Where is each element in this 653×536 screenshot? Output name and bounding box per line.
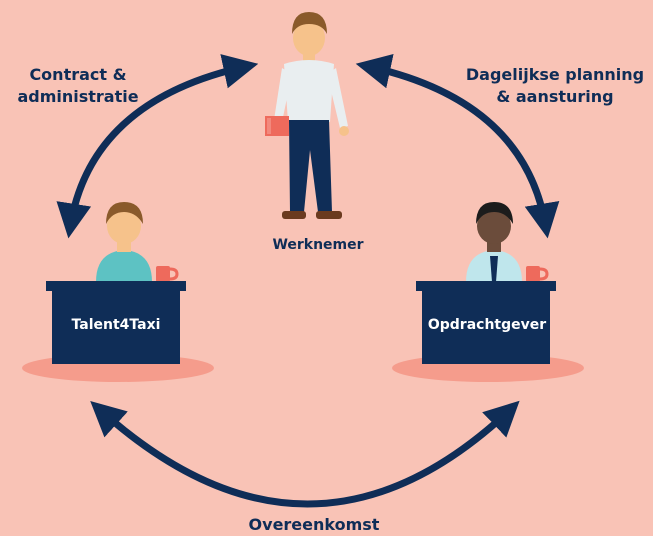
desk-person-right — [466, 202, 522, 282]
arrow-planning — [355, 54, 560, 239]
mug-icon — [526, 266, 549, 282]
label-contract: Contract & administratie — [8, 64, 148, 108]
label-planning: Dagelijkse planning & aansturing — [458, 64, 652, 108]
label-overeenkomst: Overeenkomst — [248, 515, 380, 534]
label-contract-line2: administratie — [17, 87, 139, 106]
label-werknemer: Werknemer — [272, 237, 364, 253]
arrow-overeenkomst — [90, 400, 520, 508]
label-planning-line2: & aansturing — [496, 87, 614, 106]
employee-figure — [265, 12, 349, 219]
desk-left-label: Talent4Taxi — [71, 317, 161, 333]
desk-left — [22, 202, 214, 382]
mug-icon — [156, 266, 179, 282]
book-icon — [265, 116, 289, 136]
desk-right-label: Opdrachtgever — [427, 317, 547, 333]
desk-person-left — [96, 202, 152, 282]
arrow-contract — [56, 54, 259, 239]
desk-right — [392, 202, 584, 382]
label-contract-line1: Contract & — [29, 65, 127, 84]
label-planning-line1: Dagelijkse planning — [465, 65, 645, 84]
